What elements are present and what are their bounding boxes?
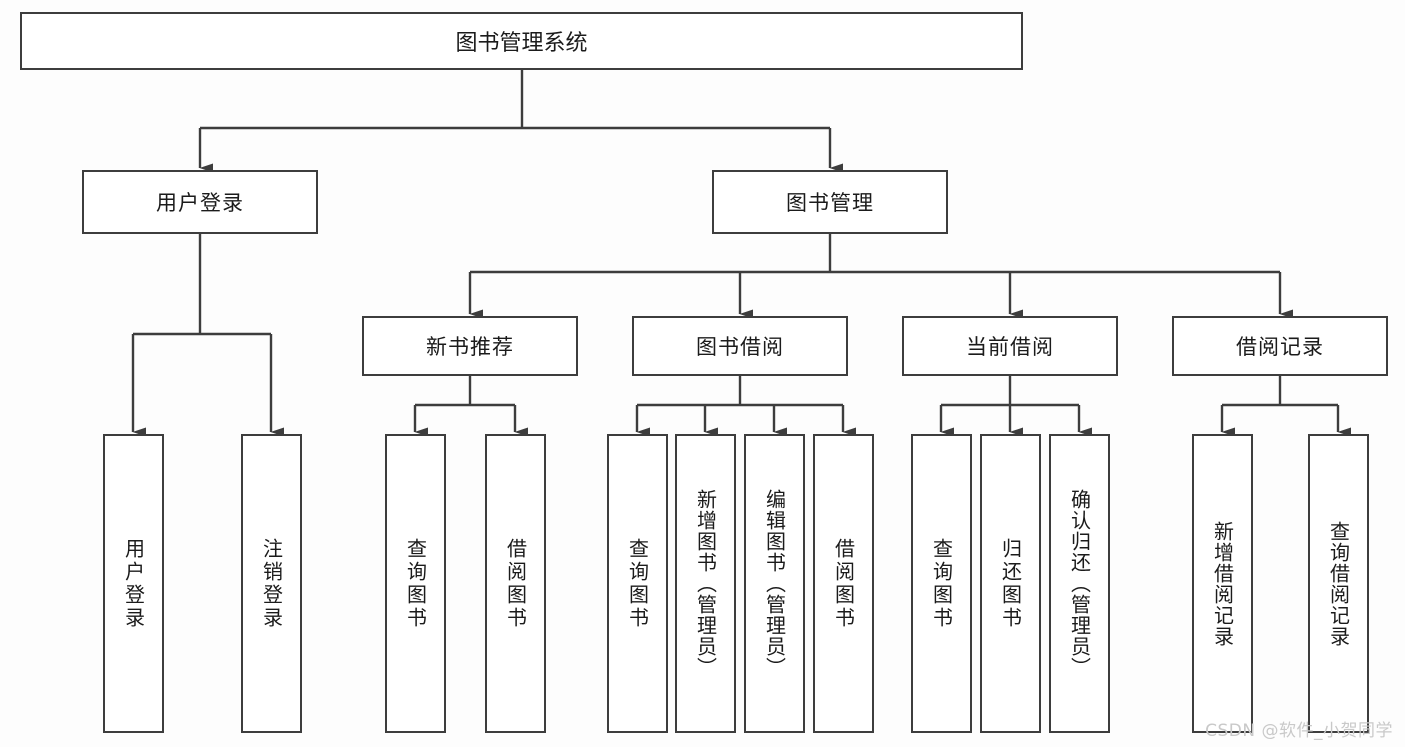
node-label: 用户登录 (121, 537, 146, 630)
node-label: 注销登录 (259, 537, 284, 630)
leaf-current-borrow-confirm-return-admin[interactable]: 确认归还（管理员） (1049, 434, 1110, 733)
node-label: 图书管理系统 (455, 31, 588, 56)
node-user-login[interactable]: 用户登录 (82, 170, 318, 234)
node-label: 新书推荐 (426, 335, 514, 359)
node-book-borrow[interactable]: 图书借阅 (632, 316, 848, 376)
node-label: 归还图书 (998, 537, 1023, 630)
leaf-book-borrow-borrow-book[interactable]: 借阅图书 (813, 434, 874, 733)
leaf-user-login-login[interactable]: 用户登录 (103, 434, 164, 733)
leaf-new-book-borrow-book[interactable]: 借阅图书 (485, 434, 546, 733)
node-borrow-record[interactable]: 借阅记录 (1172, 316, 1388, 376)
node-root-book-management-system[interactable]: 图书管理系统 (20, 12, 1023, 70)
node-label: 借阅图书 (831, 537, 856, 630)
node-label: 查询图书 (625, 537, 650, 630)
node-label: 查询图书 (403, 537, 428, 630)
node-label: 图书借阅 (696, 335, 784, 359)
node-label: 新增图书（管理员） (693, 489, 718, 678)
node-label: 借阅记录 (1236, 335, 1324, 359)
node-label: 编辑图书（管理员） (762, 489, 787, 678)
node-label: 当前借阅 (966, 335, 1054, 359)
leaf-borrow-record-query-record[interactable]: 查询借阅记录 (1308, 434, 1369, 733)
node-label: 查询借阅记录 (1326, 520, 1351, 647)
csdn-watermark: CSDN @软件_小贺同学 (1205, 721, 1393, 741)
node-label: 用户登录 (156, 191, 244, 215)
node-label: 借阅图书 (503, 537, 528, 630)
node-book-management[interactable]: 图书管理 (712, 170, 948, 234)
node-label: 查询图书 (929, 537, 954, 630)
leaf-book-borrow-add-book-admin[interactable]: 新增图书（管理员） (675, 434, 736, 733)
node-label: 新增借阅记录 (1210, 520, 1235, 647)
node-new-book-recommend[interactable]: 新书推荐 (362, 316, 578, 376)
leaf-new-book-query-book[interactable]: 查询图书 (385, 434, 446, 733)
leaf-user-login-logout[interactable]: 注销登录 (241, 434, 302, 733)
leaf-book-borrow-edit-book-admin[interactable]: 编辑图书（管理员） (744, 434, 805, 733)
node-current-borrow[interactable]: 当前借阅 (902, 316, 1118, 376)
node-label: 确认归还（管理员） (1067, 489, 1092, 678)
leaf-borrow-record-add-record[interactable]: 新增借阅记录 (1192, 434, 1253, 733)
leaf-current-borrow-query-book[interactable]: 查询图书 (911, 434, 972, 733)
leaf-book-borrow-query-book[interactable]: 查询图书 (607, 434, 668, 733)
leaf-current-borrow-return-book[interactable]: 归还图书 (980, 434, 1041, 733)
node-label: 图书管理 (786, 191, 874, 215)
